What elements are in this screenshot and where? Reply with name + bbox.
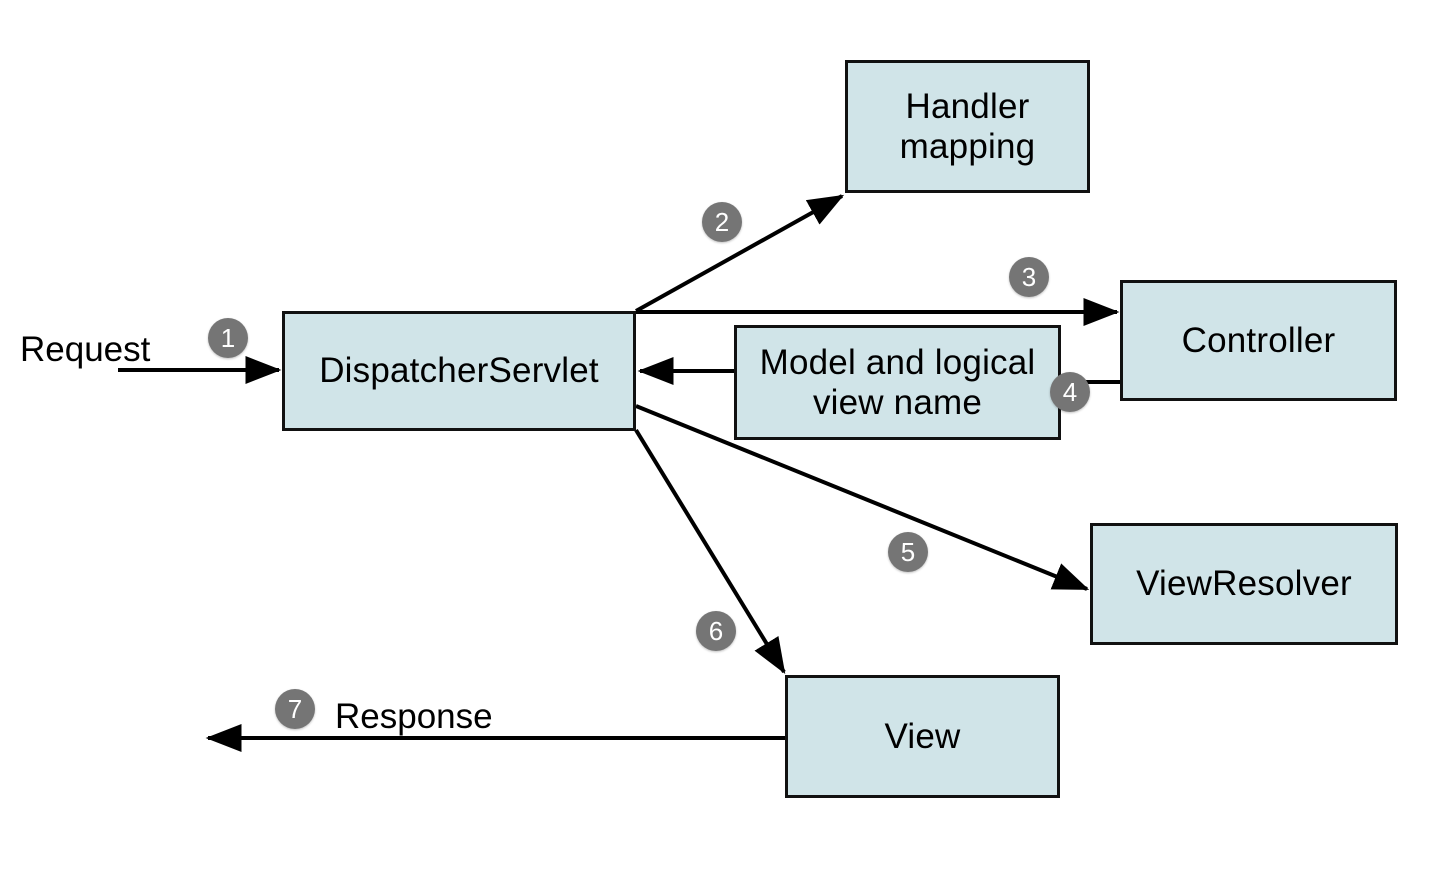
- request-label: Request: [20, 330, 151, 369]
- node-handler-mapping[interactable]: Handler mapping: [845, 60, 1090, 193]
- step-badge-4: 4: [1050, 372, 1090, 412]
- node-label: Controller: [1181, 320, 1336, 360]
- node-label-line-2: view name: [812, 382, 983, 422]
- step-badge-2: 2: [702, 202, 742, 242]
- step-badge-5: 5: [888, 532, 928, 572]
- response-label: Response: [335, 697, 493, 736]
- node-label: ViewResolver: [1136, 564, 1352, 604]
- node-label: Model and logical view name: [760, 343, 1036, 421]
- step-badge-7: 7: [275, 689, 315, 729]
- node-model-and-view-name[interactable]: Model and logical view name: [734, 325, 1061, 440]
- node-label-line-2: mapping: [899, 126, 1036, 166]
- node-label: Handler mapping: [900, 87, 1036, 165]
- edge-dispatcher-to-view: [634, 428, 786, 675]
- edge-dispatcher-to-view-resolver: [635, 404, 1090, 591]
- node-label: View: [884, 716, 961, 756]
- step-badge-3: 3: [1009, 257, 1049, 297]
- node-label: DispatcherServlet: [319, 351, 599, 391]
- node-view[interactable]: View: [785, 675, 1060, 798]
- node-label-line-1: Model and logical: [759, 343, 1036, 383]
- edge-dispatcher-to-handler-mapping: [635, 194, 845, 313]
- node-dispatcher-servlet[interactable]: DispatcherServlet: [282, 311, 636, 431]
- node-label-line-1: Handler: [905, 87, 1030, 127]
- step-badge-1: 1: [208, 318, 248, 358]
- node-view-resolver[interactable]: ViewResolver: [1090, 523, 1398, 645]
- step-badge-6: 6: [696, 611, 736, 651]
- node-controller[interactable]: Controller: [1120, 280, 1397, 401]
